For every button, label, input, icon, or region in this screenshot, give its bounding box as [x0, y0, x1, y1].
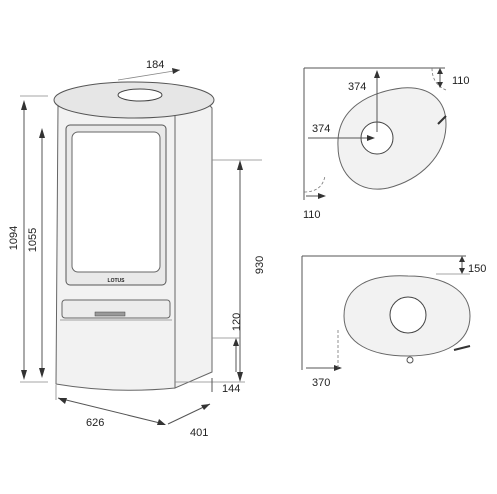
- dim-flue-diameter: 184: [146, 59, 164, 71]
- stove-logo: LOTUS: [108, 278, 126, 284]
- door-glass: [71, 131, 161, 273]
- flue-circle-b: [389, 296, 427, 334]
- dim-rear-clearance-b: 150: [468, 263, 486, 275]
- stove-side-panel: [174, 99, 213, 389]
- dim-center-x-a: 374: [312, 123, 330, 135]
- dim-rear-clearance-a: 110: [452, 75, 470, 87]
- dim-depth: 401: [190, 427, 208, 439]
- dim-side-clearance-b: 370: [312, 377, 330, 389]
- dim-center-y-a: 374: [348, 81, 366, 93]
- front-view: LOTUS 184 1094 1055 930 120: [8, 59, 266, 439]
- dim-width: 626: [86, 417, 104, 429]
- dim-flue-height: 930: [254, 256, 266, 274]
- dim-total-height: 1094: [8, 226, 20, 250]
- top-view-a: 110 374 374 110: [303, 67, 470, 221]
- ash-drawer: [61, 299, 171, 319]
- flue-outlet: [117, 88, 163, 102]
- drawer-handle: [94, 311, 126, 317]
- dim-door-height: 1055: [27, 228, 39, 252]
- dim-outlet-height: 120: [231, 313, 243, 331]
- dim-base-offset: 144: [222, 383, 240, 395]
- top-view-b: 150 370: [301, 255, 486, 389]
- dim-side-clearance-a: 110: [303, 209, 321, 221]
